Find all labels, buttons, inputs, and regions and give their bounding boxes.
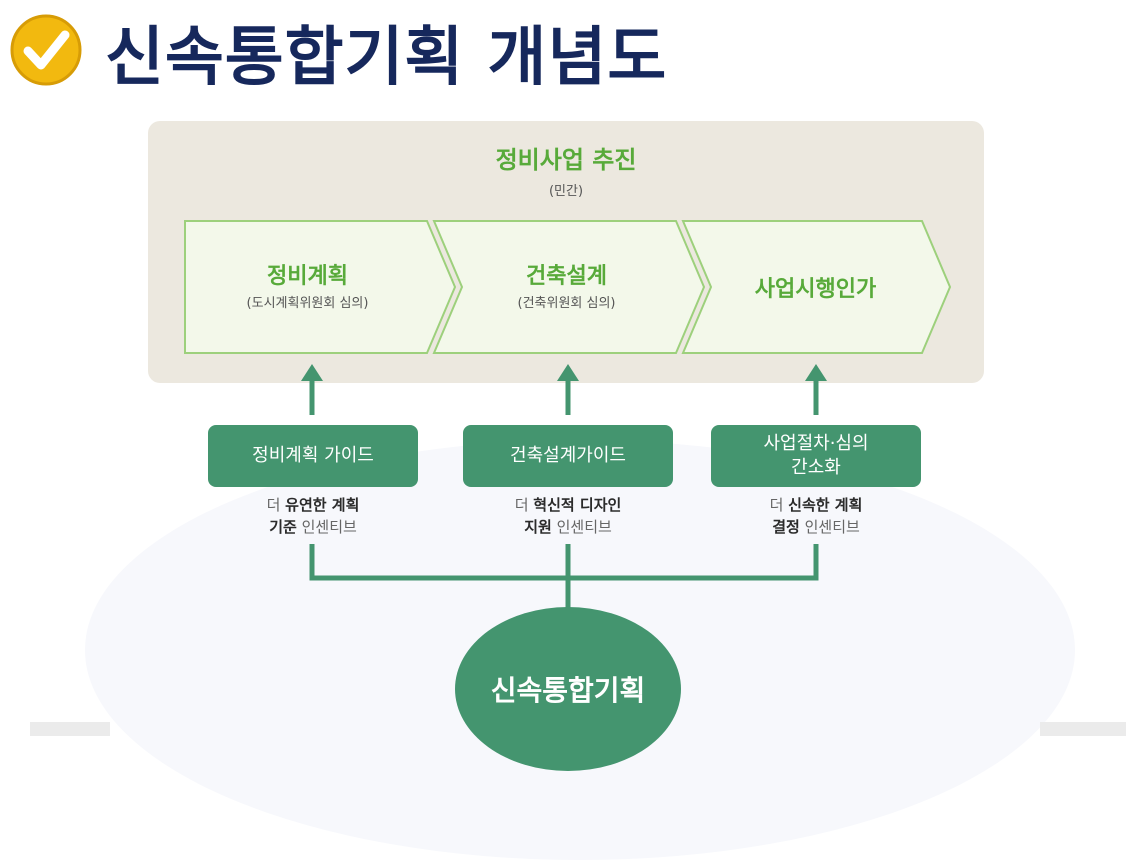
connector-bracket	[309, 544, 819, 581]
incentive-emphasis-2: 지원	[524, 518, 552, 536]
incentive-prefix: 더	[769, 496, 784, 514]
center-circle: 신속통합기획	[455, 607, 681, 771]
guide-box-procedure: 사업절차·심의 간소화	[711, 425, 921, 487]
stage-1-subtitle: (도시계획위원회 심의)	[246, 296, 369, 311]
check-circle-icon	[10, 14, 82, 86]
guide-label: 건축설계가이드	[510, 445, 626, 466]
stage-chevron-3	[681, 220, 952, 354]
incentive-prefix: 더	[514, 496, 529, 514]
incentive-text-planning: 더 유연한 계획 기준 인센티브	[208, 494, 418, 538]
incentive-suffix: 인센티브	[301, 518, 357, 536]
guide-box-planning: 정비계획 가이드	[208, 425, 418, 487]
guide-label-line1: 사업절차·심의	[763, 433, 869, 454]
page-title: 신속통합기획 개념도	[105, 21, 668, 95]
panel-subtitle: (민간)	[548, 184, 584, 199]
stage-chevron-1	[184, 220, 457, 354]
footer-stripe-left	[30, 722, 110, 736]
incentive-prefix: 더	[266, 496, 281, 514]
arrow-head-3	[805, 364, 827, 381]
center-label: 신속통합기획	[490, 674, 646, 707]
stage-2-title: 건축설계	[526, 264, 607, 289]
incentive-suffix: 인센티브	[804, 518, 860, 536]
incentive-text-design: 더 혁신적 디자인 지원 인센티브	[463, 494, 673, 538]
incentive-emphasis: 유연한 계획	[285, 496, 360, 514]
incentive-emphasis: 혁신적 디자인	[533, 496, 622, 514]
guide-label: 정비계획 가이드	[252, 445, 374, 466]
guide-label-line2: 간소화	[791, 457, 841, 478]
flow-diagram	[184, 220, 952, 610]
arrow-head-2	[557, 364, 579, 381]
incentive-emphasis-2: 기준	[269, 518, 297, 536]
stage-3-title: 사업시행인가	[754, 277, 877, 302]
stage-1-title: 정비계획	[267, 264, 348, 289]
stage-2-subtitle: (건축위원회 심의)	[517, 296, 616, 311]
stage-chevron-2	[432, 220, 706, 354]
arrow-head-1	[301, 364, 323, 381]
incentive-emphasis-2: 결정	[772, 518, 800, 536]
guide-box-design: 건축설계가이드	[463, 425, 673, 487]
stage-chevrons	[184, 220, 952, 354]
incentive-text-procedure: 더 신속한 계획 결정 인센티브	[711, 494, 921, 538]
footer-stripe-right	[1040, 722, 1126, 736]
incentive-suffix: 인센티브	[556, 518, 612, 536]
incentive-emphasis: 신속한 계획	[788, 496, 863, 514]
connector-lines	[309, 544, 819, 610]
panel-title: 정비사업 추진	[495, 146, 637, 174]
up-arrows	[301, 364, 827, 415]
